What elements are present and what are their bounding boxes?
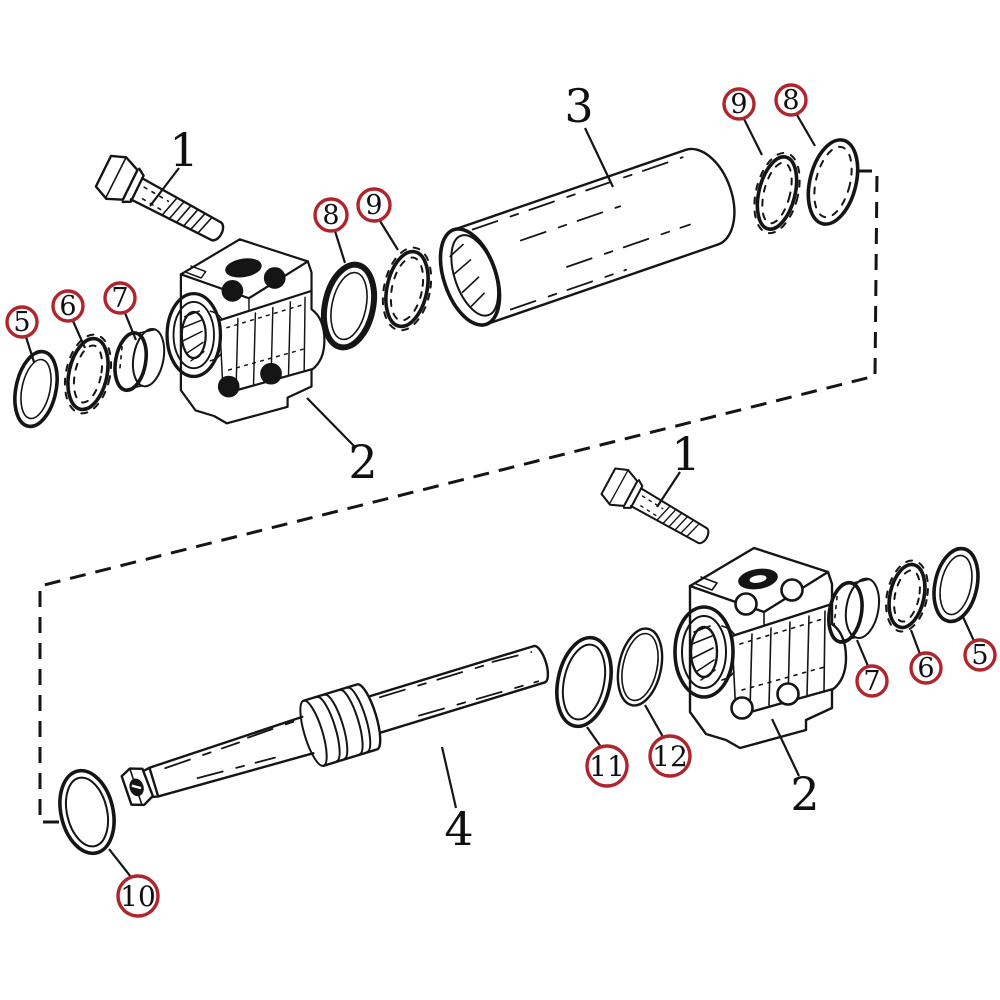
part-number-label: 2 [790,767,819,821]
part-number-label: 1 [671,427,700,481]
callout-6-left[interactable]: 6 [51,289,87,349]
callout-circle [585,744,629,788]
callout-4: 4 [440,746,474,856]
part-number-label: 7 [863,666,880,697]
callout-9-left[interactable]: 9 [356,187,399,251]
callout-9-right[interactable]: 9 [722,87,763,156]
part-number-label: 3 [564,79,593,133]
callout-circle [356,187,392,223]
part-number-label: 2 [348,435,377,489]
part-oring-12 [616,627,664,707]
part-bushing-7-left [113,327,166,393]
part-number-label: 5 [13,307,30,338]
callout-circle [774,83,808,117]
callout-circle [909,651,943,685]
part-ring-9-left [381,246,433,332]
part-number-label: 9 [730,89,747,120]
callout-6-right[interactable]: 6 [909,629,943,685]
part-number-label: 6 [59,291,76,322]
callout-7-left[interactable]: 7 [103,281,138,341]
callout-circle [722,87,756,121]
part-seal-6-right [885,559,929,633]
part-seal-11 [555,635,613,729]
callout-8-left[interactable]: 8 [313,197,349,264]
part-head-top [165,237,327,426]
part-ring-9-right [753,151,801,235]
part-number-label: 8 [322,200,339,231]
callout-1-bottom: 1 [656,427,701,508]
part-oring-8-right [806,138,860,226]
callout-3: 3 [564,79,614,188]
part-number-label: 9 [365,190,382,221]
part-seal-6-left [63,333,113,415]
callout-circle [855,664,889,698]
part-rod [120,644,550,807]
part-number-label: 11 [589,750,625,783]
callout-2-bottom: 2 [771,718,820,821]
part-number-label: 4 [444,802,473,856]
callout-2-top: 2 [306,397,378,489]
part-bolt-top [91,149,234,256]
part-barrel [438,147,736,327]
callout-circle [103,281,137,315]
callout-5-left[interactable]: 5 [5,305,39,363]
callout-8-right[interactable]: 8 [774,83,816,147]
part-head-bottom [673,546,848,750]
callout-12[interactable]: 12 [644,704,692,778]
part-number-label: 1 [169,123,198,177]
callout-circle [963,638,997,672]
callout-11[interactable]: 11 [585,726,629,788]
part-number-label: 6 [917,653,934,684]
part-seal-5-left [13,349,59,429]
part-number-label: 12 [652,740,688,773]
part-seal-5-right [932,546,980,624]
part-number-label: 10 [120,880,156,913]
part-number-label: 7 [111,283,128,314]
callout-circle [116,874,160,918]
callout-1-top: 1 [149,123,199,207]
callout-5-right[interactable]: 5 [962,616,997,672]
callout-circle [5,305,39,339]
part-number-label: 8 [782,85,799,116]
part-number-label: 5 [971,640,988,671]
assembly-boundary-dashed [38,169,879,824]
callout-10[interactable]: 10 [108,848,160,918]
part-wiper-ring-10 [58,768,116,856]
callout-circle [51,289,85,323]
part-bushing-7-right [827,577,881,644]
part-oring-8-left [320,261,378,351]
callout-circle [313,197,349,233]
callout-7-right[interactable]: 7 [855,639,889,698]
callout-circle [648,734,692,778]
